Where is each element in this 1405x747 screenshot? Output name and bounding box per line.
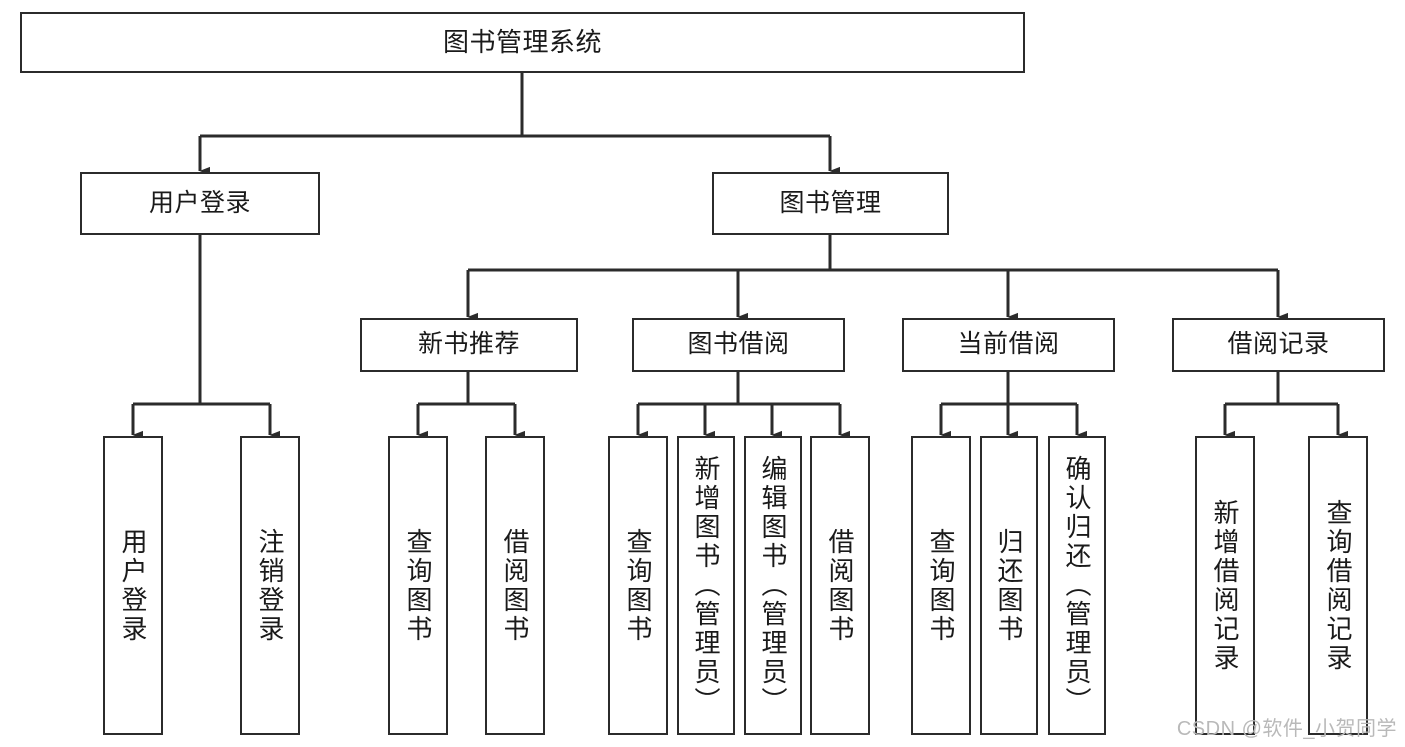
node-leaf-edit-book-label: 编辑图书（管理员） xyxy=(758,455,788,716)
node-current-borrow[interactable]: 当前借阅 xyxy=(902,318,1115,372)
node-leaf-add-book[interactable]: 新增图书（管理员） xyxy=(677,436,735,735)
node-leaf-borrow-book-2[interactable]: 借阅图书 xyxy=(810,436,870,735)
node-root-label: 图书管理系统 xyxy=(442,27,602,58)
node-borrow-record[interactable]: 借阅记录 xyxy=(1172,318,1385,372)
node-leaf-borrow-book-1[interactable]: 借阅图书 xyxy=(485,436,545,735)
node-book-manage-label: 图书管理 xyxy=(779,188,882,217)
node-user-login-label: 用户登录 xyxy=(148,188,251,217)
node-leaf-borrow-book-2-label: 借阅图书 xyxy=(825,527,855,644)
node-leaf-query-book-3[interactable]: 查询图书 xyxy=(911,436,971,735)
node-leaf-query-book-1-label: 查询图书 xyxy=(403,527,433,644)
node-leaf-add-record[interactable]: 新增借阅记录 xyxy=(1195,436,1255,735)
node-leaf-add-record-label: 新增借阅记录 xyxy=(1210,498,1240,673)
node-leaf-logout-login-label: 注销登录 xyxy=(255,527,285,644)
node-leaf-query-book-3-label: 查询图书 xyxy=(926,527,956,644)
node-leaf-user-login-label: 用户登录 xyxy=(118,527,148,644)
node-leaf-query-book-2-label: 查询图书 xyxy=(623,527,653,644)
node-leaf-query-record[interactable]: 查询借阅记录 xyxy=(1308,436,1368,735)
node-leaf-query-book-2[interactable]: 查询图书 xyxy=(608,436,668,735)
node-leaf-logout-login[interactable]: 注销登录 xyxy=(240,436,300,735)
node-current-borrow-label: 当前借阅 xyxy=(957,330,1060,359)
node-leaf-borrow-book-1-label: 借阅图书 xyxy=(500,527,530,644)
node-leaf-return-book-label: 归还图书 xyxy=(994,527,1024,644)
node-leaf-edit-book[interactable]: 编辑图书（管理员） xyxy=(744,436,802,735)
node-leaf-query-book-1[interactable]: 查询图书 xyxy=(388,436,448,735)
node-user-login[interactable]: 用户登录 xyxy=(80,172,320,235)
node-new-book-recommend-label: 新书推荐 xyxy=(417,330,520,359)
node-leaf-return-book[interactable]: 归还图书 xyxy=(980,436,1038,735)
node-book-borrow[interactable]: 图书借阅 xyxy=(632,318,845,372)
node-leaf-query-record-label: 查询借阅记录 xyxy=(1323,498,1353,673)
node-leaf-confirm-return[interactable]: 确认归还（管理员） xyxy=(1048,436,1106,735)
node-leaf-confirm-return-label: 确认归还（管理员） xyxy=(1062,455,1092,716)
node-new-book-recommend[interactable]: 新书推荐 xyxy=(360,318,578,372)
node-borrow-record-label: 借阅记录 xyxy=(1227,330,1330,359)
node-leaf-add-book-label: 新增图书（管理员） xyxy=(691,455,721,716)
node-leaf-user-login[interactable]: 用户登录 xyxy=(103,436,163,735)
node-book-borrow-label: 图书借阅 xyxy=(687,330,790,359)
node-book-manage[interactable]: 图书管理 xyxy=(712,172,949,235)
node-root[interactable]: 图书管理系统 xyxy=(20,12,1025,73)
watermark: CSDN @软件_小贺同学 xyxy=(1176,718,1397,740)
